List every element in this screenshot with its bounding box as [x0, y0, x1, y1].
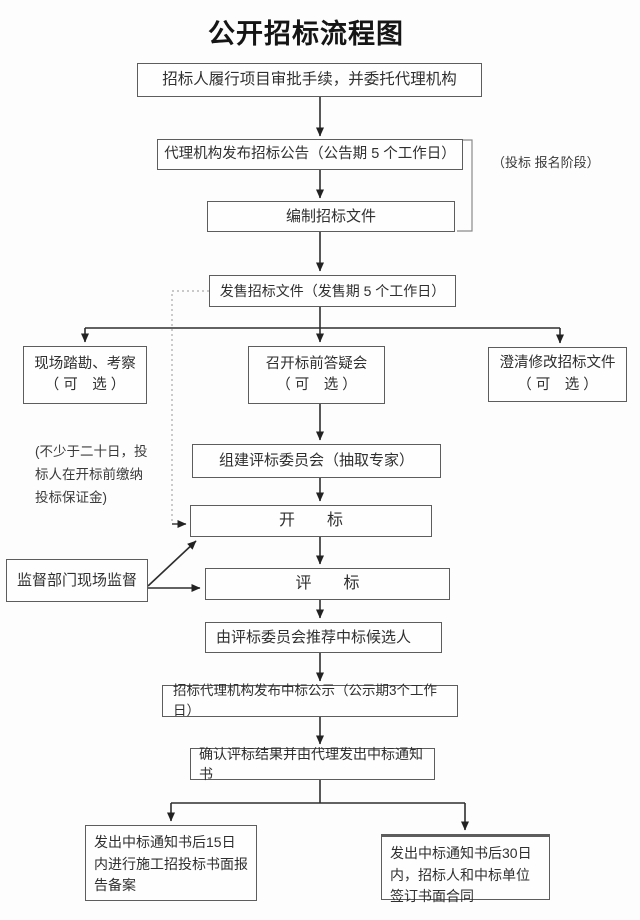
node-bid-evaluation: 评 标 — [205, 568, 450, 600]
node-contract: 发出中标通知书后30日内，招标人和中标单位签订书面合同 — [381, 834, 550, 904]
node-site-visit: 现场踏勘、考察 （ 可 选 ） — [23, 346, 147, 404]
node-supervision: 监督部门现场监督 — [6, 559, 148, 602]
node-committee: 组建评标委员会（抽取专家） — [192, 444, 441, 478]
node-qa-meeting: 召开标前答疑会 （ 可 选 ） — [248, 346, 385, 404]
node-filing: 发出中标通知书后15日内进行施工招投标书面报告备案 — [85, 825, 257, 901]
node-confirm-result: 确认评标结果并由代理发出中标通知书 — [190, 746, 435, 782]
deposit-note: (不少于二十日，投 标人在开标前缴纳 投标保证金) — [35, 444, 148, 505]
node-bid-opening: 开 标 — [190, 505, 432, 537]
phase-note: （投标 报名阶段） — [492, 155, 600, 170]
node-sell-docs: 发售招标文件（发售期 5 个工作日） — [209, 275, 456, 307]
node-approval: 招标人履行项目审批手续，并委托代理机构 — [137, 63, 482, 97]
phase-bracket — [457, 139, 473, 232]
node-candidates: 由评标委员会推荐中标候选人 — [205, 622, 442, 653]
page-title: 公开招标流程图 — [208, 19, 404, 49]
node-publicity: 招标代理机构发布中标公示（公示期3个工作日） — [162, 683, 458, 718]
dotted-sell-to-opening — [171, 290, 209, 524]
arrow-supervision-to-opening — [147, 540, 197, 587]
node-prepare-docs: 编制招标文件 — [207, 201, 455, 232]
node-announcement: 代理机构发布招标公告（公告期 5 个工作日） — [157, 139, 463, 170]
node-clarify-docs: 澄清修改招标文件 （ 可 选 ） — [488, 347, 627, 402]
